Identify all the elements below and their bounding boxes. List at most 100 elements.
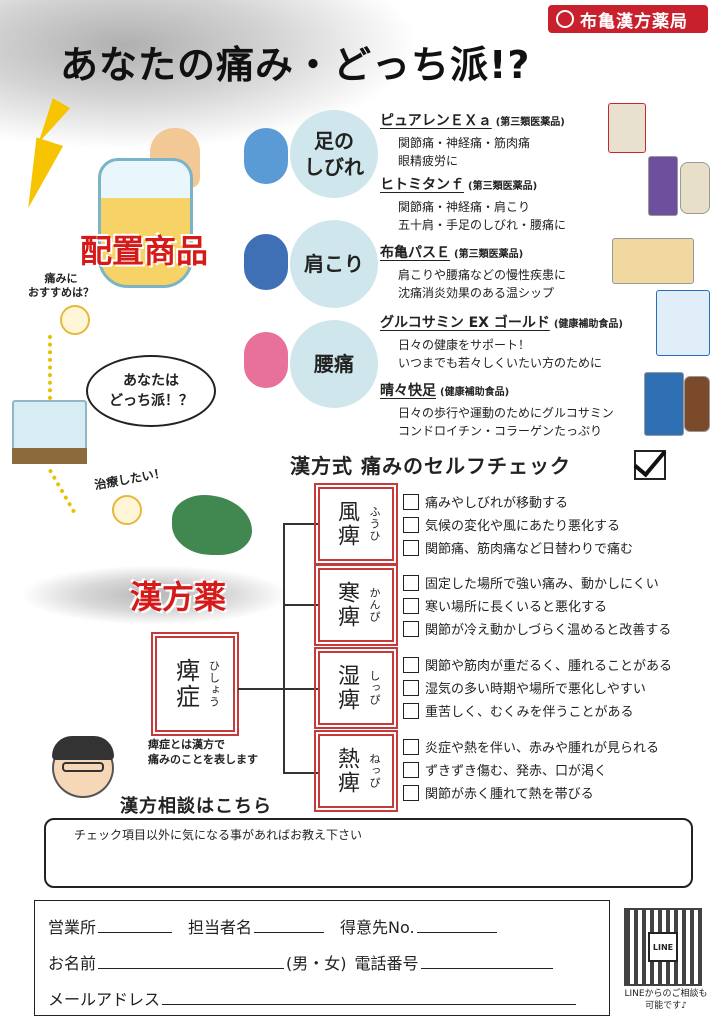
product-box-image xyxy=(612,238,694,284)
check-item[interactable]: 関節や筋肉が重だるく、腫れることがある xyxy=(403,653,672,676)
check-item-label: 重苦しく、むくみを伴うことがある xyxy=(425,705,634,720)
hisho-note-line: 痺症とは漢方で xyxy=(148,738,225,751)
checkbox[interactable] xyxy=(403,539,419,556)
checkbox[interactable] xyxy=(403,516,419,533)
form-row-3: メールアドレス xyxy=(48,986,578,1010)
type-kanji: 寒痺 xyxy=(334,581,359,629)
checkbox[interactable] xyxy=(403,702,419,719)
gender-selector[interactable]: (男・女) xyxy=(286,954,347,973)
tree-connector xyxy=(283,523,319,525)
qr-note-line: LINEからのご相談も xyxy=(624,989,708,999)
type-shippi: 湿痺 しっぴ xyxy=(314,647,398,729)
hisho-box: 痺症 ひしょう xyxy=(151,632,239,736)
itami-note: 痛みに おすすめは？ xyxy=(28,272,94,300)
product-name: 布亀パスＥ xyxy=(380,245,450,261)
product-box-image xyxy=(644,372,684,436)
checkbox[interactable] xyxy=(403,761,419,778)
check-item[interactable]: 気候の変化や風にあたり悪化する xyxy=(403,513,633,536)
product-category: (健康補助食品) xyxy=(553,319,623,330)
phone-field[interactable] xyxy=(420,955,553,969)
check-item[interactable]: 重苦しく、むくみを伴うことがある xyxy=(403,699,672,722)
checkbox[interactable] xyxy=(403,738,419,755)
checkbox[interactable] xyxy=(403,597,419,614)
product-harebare: 晴々快足(健康補助食品) 日々の歩行や運動のためにグルコサミン コンドロイチン・… xyxy=(380,380,614,440)
pill-pack-icon xyxy=(60,305,90,335)
staff-label: 担当者名 xyxy=(188,918,253,937)
itami-note-line: 痛みに xyxy=(44,272,78,285)
check-item[interactable]: 痛みやしびれが移動する xyxy=(403,490,633,513)
numb-leg-person-illustration xyxy=(244,128,288,184)
product-pyuaren: ピュアレンＥＸａ(第三類医薬品) 関節痛・神経痛・筋肉痛 眼精疲労に xyxy=(380,110,565,170)
self-check-title: 漢方式 痛みのセルフチェック xyxy=(290,454,571,478)
page-title: あなたの痛み・どっち派!? xyxy=(60,43,531,87)
qr-note-line: 可能です♪ xyxy=(645,1001,687,1011)
hisho-note-line: 痛みのことを表します xyxy=(148,753,258,766)
type-kanpi: 寒痺 かんぴ xyxy=(314,564,398,646)
product-name: ピュアレンＥＸａ xyxy=(380,113,492,129)
kampo-label: 漢方薬 xyxy=(130,578,227,616)
type-ruby: ねっぴ xyxy=(368,753,381,789)
check-item[interactable]: 関節が冷え動かしづらく温めると改善する xyxy=(403,617,671,640)
checkbox[interactable] xyxy=(403,493,419,510)
check-item[interactable]: 寒い場所に長くいると悪化する xyxy=(403,594,671,617)
client-field[interactable] xyxy=(416,919,497,933)
tree-connector xyxy=(283,523,285,773)
form-row-2: お名前 (男・女) 電話番号 xyxy=(48,950,555,974)
name-label: お名前 xyxy=(48,954,97,973)
office-field[interactable] xyxy=(98,919,173,933)
checkbox[interactable] xyxy=(403,679,419,696)
hisho-kanji: 痺症 xyxy=(171,658,200,710)
check-item-label: 関節が冷え動かしづらく温めると改善する xyxy=(425,623,672,638)
checkbox[interactable] xyxy=(403,656,419,673)
tree-connector xyxy=(283,688,319,690)
tree-connector xyxy=(283,772,319,774)
type-ruby: かんぴ xyxy=(368,587,381,623)
product-category: (第三類医薬品) xyxy=(468,181,538,192)
check-group-shippi: 関節や筋肉が重だるく、腫れることがある 湿気の多い時期や場所で悪化しやすい 重苦… xyxy=(403,653,672,722)
checkbox-checked-icon xyxy=(634,450,666,480)
checkbox[interactable] xyxy=(403,620,419,637)
type-ruby: ふうひ xyxy=(368,506,381,542)
staff-field[interactable] xyxy=(254,919,325,933)
doctor-hair xyxy=(52,736,114,760)
check-item[interactable]: 関節痛、筋肉痛など日替わりで痛む xyxy=(403,536,633,559)
check-item[interactable]: 関節が赤く腫れて熱を帯びる xyxy=(403,781,659,804)
product-desc: 五十肩・手足のしびれ・腰痛に xyxy=(398,218,567,232)
email-field[interactable] xyxy=(162,991,577,1005)
check-item-label: 関節や筋肉が重だるく、腫れることがある xyxy=(425,659,673,674)
dotted-path xyxy=(48,335,52,400)
check-group-fuhi: 痛みやしびれが移動する 気候の変化や風にあたり悪化する 関節痛、筋肉痛など日替わ… xyxy=(403,490,633,559)
itami-note-line: おすすめは？ xyxy=(28,286,94,299)
product-desc: 肩こりや腰痛などの慢性疾患に xyxy=(398,268,567,282)
check-item[interactable]: 湿気の多い時期や場所で悪化しやすい xyxy=(403,676,672,699)
check-item[interactable]: 炎症や熱を伴い、赤みや腫れが見られる xyxy=(403,735,659,758)
consult-textarea[interactable] xyxy=(44,818,693,888)
type-kanji: 湿痺 xyxy=(334,664,359,712)
product-category: (第三類医薬品) xyxy=(495,117,565,128)
check-item-label: 痛みやしびれが移動する xyxy=(425,496,569,511)
speech-bubble: あなたは どっち派！？ xyxy=(86,355,216,427)
symptom-back: 腰痛 xyxy=(290,320,378,408)
line-icon: LINE xyxy=(648,932,678,962)
type-ruby: しっぴ xyxy=(368,670,381,706)
glasses-icon xyxy=(62,762,104,772)
product-name: 晴々快足 xyxy=(380,383,436,399)
check-item[interactable]: 固定した場所で強い痛み、動かしにくい xyxy=(403,571,671,594)
type-fuhi: 風痺 ふうひ xyxy=(314,483,398,565)
check-item[interactable]: ずきずき傷む、発赤、口が渇く xyxy=(403,758,659,781)
name-field[interactable] xyxy=(98,955,285,969)
contact-form xyxy=(34,900,610,1016)
product-category: (第三類医薬品) xyxy=(454,249,524,260)
product-desc: 関節痛・神経痛・肩こり xyxy=(398,200,531,214)
check-item-label: 寒い場所に長くいると悪化する xyxy=(425,600,608,615)
checkbox[interactable] xyxy=(403,574,419,591)
product-desc: 眼精疲労に xyxy=(398,154,459,168)
product-desc: コンドロイチン・コラーゲンたっぷり xyxy=(398,424,603,438)
email-label: メールアドレス xyxy=(48,990,161,1009)
turtle-logo-icon xyxy=(556,10,574,28)
phone-label: 電話番号 xyxy=(354,954,419,973)
product-desc: 日々の健康をサポート！ xyxy=(398,338,531,352)
hisho-ruby: ひしょう xyxy=(207,660,221,708)
checkbox[interactable] xyxy=(403,784,419,801)
product-desc: 関節痛・神経痛・筋肉痛 xyxy=(398,136,531,150)
